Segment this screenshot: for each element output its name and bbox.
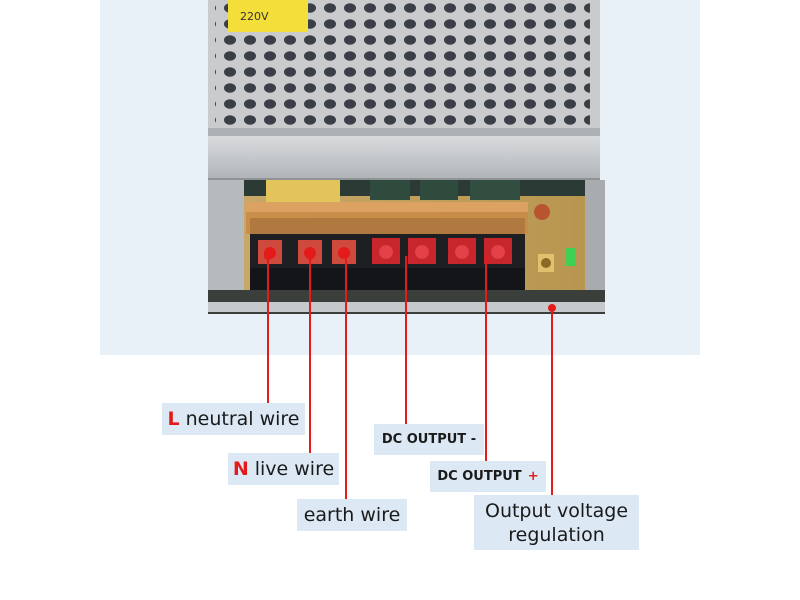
pointer-vreg [548,304,556,497]
callout-l-neutral-wire: L neutral wire [162,403,305,435]
callout-n-text: live wire [254,458,335,480]
pointer-l [264,252,272,406]
front-panel [208,136,600,181]
yellow-capacitor [266,180,340,202]
callout-output-voltage-regulation: Output voltage regulation [474,495,639,550]
callout-l-letter: L [167,408,180,430]
screw-dc-1 [372,238,400,264]
callout-n-letter: N [232,458,249,480]
screw-dc-2 [408,238,436,264]
pointer-earth [342,250,350,502]
screw-dc-4 [484,238,512,264]
callout-n-live-wire: N live wire [228,453,339,485]
green-capacitor-1 [370,180,410,200]
right-side-wall [585,180,605,310]
callout-l-text: neutral wire [185,408,300,430]
brown-component [534,204,550,220]
sticker-text: 220V [240,10,269,23]
pointer-lines [264,250,556,502]
green-capacitor-3 [470,180,520,200]
callout-dc-output-negative: DC OUTPUT - [374,424,484,455]
callout-earth-wire: earth wire [297,499,407,531]
potentiometer-knob [541,258,551,268]
green-capacitor-2 [420,180,458,200]
callout-vreg-line1: Output voltage [484,499,629,522]
left-side-wall [208,180,244,310]
callout-dc-pos-text: DC OUTPUT [437,469,522,484]
callout-earth-text: earth wire [303,504,401,526]
callout-dc-neg-text: DC OUTPUT - [381,432,477,447]
pointer-n [306,252,314,456]
callout-dc-pos-plus: + [527,469,539,484]
screw-dc-3 [448,238,476,264]
screw-l [258,240,282,264]
terminal-screws [258,238,512,264]
led-indicator [566,248,576,266]
callout-dc-output-positive: DC OUTPUT + [430,461,546,492]
callout-vreg-line2: regulation [508,523,605,546]
warning-sticker: 220V [228,0,308,32]
